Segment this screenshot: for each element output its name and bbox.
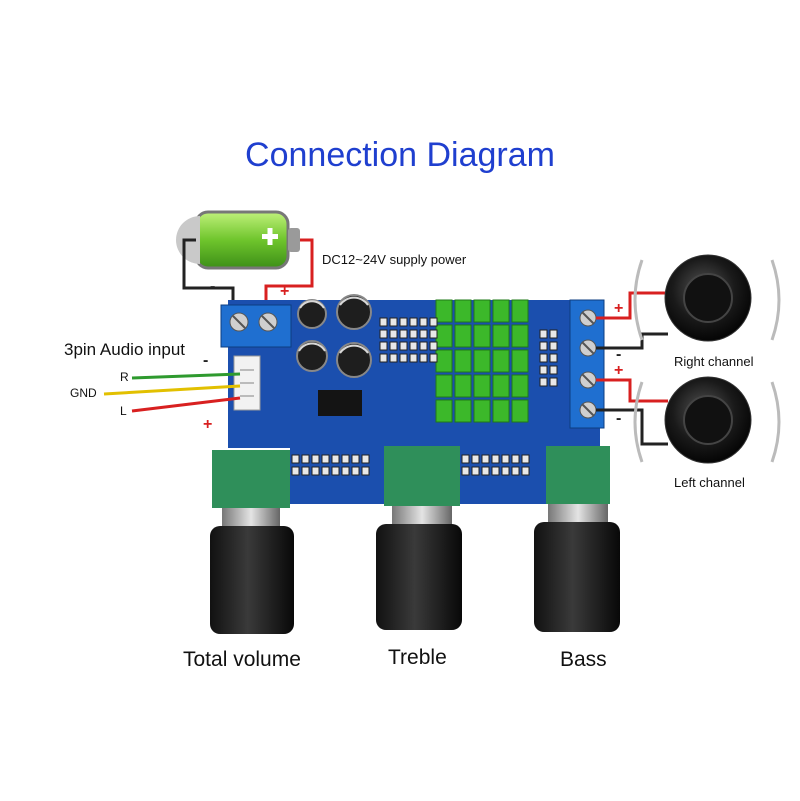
audio-input-wires [103,372,241,413]
left-channel-label: Left channel [674,475,745,490]
left-minus-sign: - [616,410,622,427]
left-speaker [633,376,781,464]
volume-label: Total volume [183,648,301,671]
treble-knob [376,446,462,630]
pin-l-label: L [120,404,127,418]
volume-knob [210,450,294,634]
audio-plus-sign: + [203,416,213,433]
supply-power-label: DC12~24V supply power [322,252,467,267]
power-wires [182,238,314,312]
right-plus-sign: + [614,300,624,317]
right-minus-sign: - [616,346,622,363]
battery [176,210,300,270]
speaker-terminal [569,299,605,429]
pin-r-label: R [120,370,129,384]
diagram-title: Connection Diagram [245,136,555,174]
audio-minus-sign: - [203,352,209,369]
left-plus-sign: + [614,362,624,379]
pin-gnd-label: GND [70,386,97,400]
audio-input-label: 3pin Audio input [64,340,185,359]
power-minus-sign: - [210,278,216,295]
speaker-wires [596,291,668,446]
bass-label: Bass [560,648,607,671]
right-speaker [633,254,781,342]
treble-label: Treble [388,646,447,669]
heatsink [435,299,529,423]
ic-chip [318,390,362,416]
right-channel-label: Right channel [674,354,754,369]
smd-components [291,317,558,476]
bass-knob [534,446,620,632]
capacitors [296,294,372,378]
power-plus-sign: + [280,283,290,300]
